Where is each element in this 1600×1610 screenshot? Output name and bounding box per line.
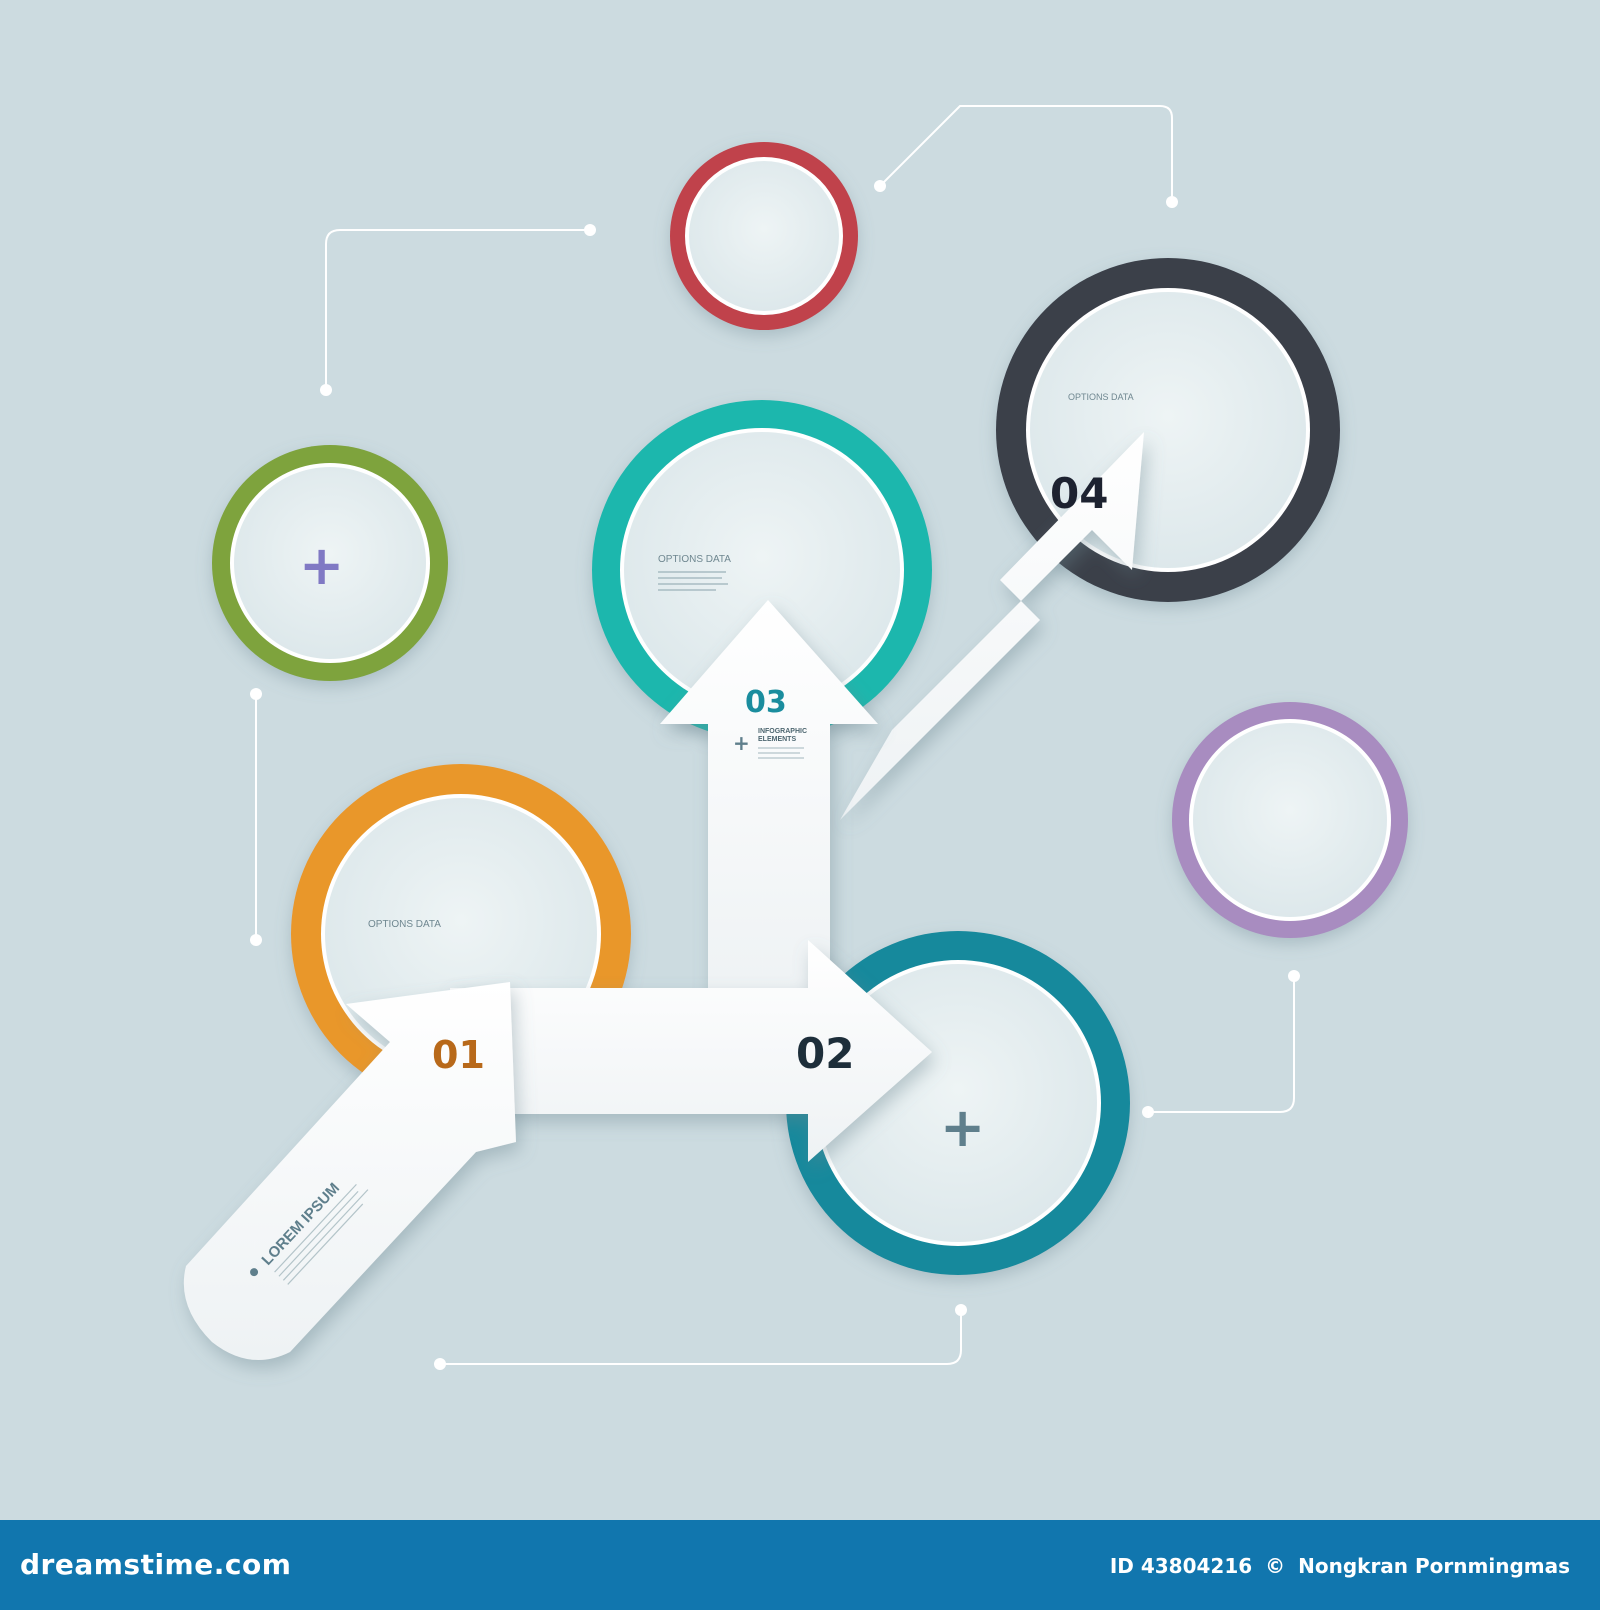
placeholder-text-lines xyxy=(758,747,804,759)
footer-bar: dreamstime.com ID 43804216 © Nongkran Po… xyxy=(0,1520,1600,1610)
circle-red xyxy=(670,142,858,330)
connector-top-right xyxy=(879,105,1173,202)
arrow-01 xyxy=(183,982,516,1360)
options-data-label: OPTIONS DATA xyxy=(368,919,441,930)
options-data-label: OPTIONS DATA xyxy=(1068,392,1134,402)
connector-top-left xyxy=(325,229,590,390)
circle-teal xyxy=(592,400,932,740)
circle-green xyxy=(212,445,448,681)
connector-dot xyxy=(874,180,886,192)
connector-dots xyxy=(250,180,1300,1370)
step-number-02: 02 xyxy=(796,1029,854,1078)
copyright-symbol: © xyxy=(1265,1554,1286,1578)
step-number-04: 04 xyxy=(1050,469,1108,518)
infographic-elements-label: INFOGRAPHIC xyxy=(758,728,807,735)
image-id: ID 43804216 xyxy=(1109,1554,1253,1578)
connector-dot xyxy=(584,224,596,236)
brand-logo[interactable]: dreamstime.com xyxy=(20,1548,292,1581)
plus-icon: + xyxy=(299,534,344,597)
infographic-diagram: + + OPTIONS DATA OPTIONS DATA OPTIONS DA… xyxy=(183,105,1408,1370)
infographic-elements-label: ELEMENTS xyxy=(758,736,796,743)
connector-bottom xyxy=(440,1310,962,1365)
arrow-02 xyxy=(450,940,932,1162)
step-number-03: 03 xyxy=(745,685,787,720)
connector-dot xyxy=(1142,1106,1154,1118)
options-data-label: OPTIONS DATA xyxy=(658,554,731,565)
connector-lines xyxy=(255,105,1295,1365)
plus-icon: + xyxy=(733,731,750,755)
image-credit: ID 43804216 © Nongkran Pornmingmas xyxy=(1104,1554,1570,1578)
arrow-03 xyxy=(660,600,878,1000)
circle-purple xyxy=(1172,702,1408,938)
connector-dot xyxy=(320,384,332,396)
bullet-dot xyxy=(250,1268,259,1277)
connector-dot xyxy=(250,688,262,700)
connector-dot xyxy=(250,934,262,946)
placeholder-text-lines xyxy=(658,571,728,591)
plus-icon: + xyxy=(940,1096,985,1159)
connector-dot xyxy=(1288,970,1300,982)
author-name: Nongkran Pornmingmas xyxy=(1298,1554,1570,1578)
step-number-01: 01 xyxy=(432,1033,485,1077)
connector-right xyxy=(1148,976,1295,1113)
connector-dot xyxy=(955,1304,967,1316)
placeholder-text-lines xyxy=(274,1183,369,1285)
connector-dot xyxy=(1166,196,1178,208)
arrow-04 xyxy=(840,432,1144,820)
connector-dot xyxy=(434,1358,446,1370)
